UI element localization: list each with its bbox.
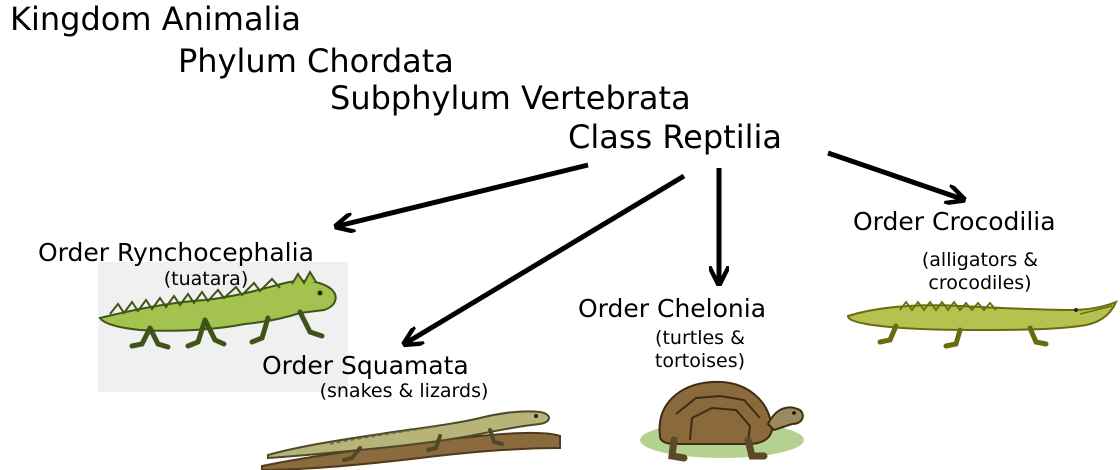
order-crocodilia-label: Order Crocodilia [853, 208, 1056, 236]
crocodilia-examples-line1: (alligators & [890, 249, 1070, 271]
crocodile-illustration [848, 302, 1116, 346]
class-label: Class Reptilia [568, 119, 782, 155]
monitor-lizard-illustration [262, 411, 560, 470]
subphylum-label: Subphylum Vertebrata [330, 80, 691, 116]
chelonia-examples-line1: (turtles & [630, 327, 770, 349]
tortoise-illustration [640, 382, 804, 458]
arrow-to-rynchocephalia [338, 165, 588, 226]
phylum-label: Phylum Chordata [178, 43, 454, 79]
squamata-examples: (snakes & lizards) [274, 380, 534, 402]
arrow-to-crocodilia [828, 153, 962, 199]
rynchocephalia-examples: (tuatara) [136, 268, 276, 290]
order-squamata-label: Order Squamata [262, 352, 469, 380]
chelonia-examples-line2: tortoises) [630, 350, 770, 372]
crocodilia-examples-line2: crocodiles) [890, 272, 1070, 294]
order-chelonia-label: Order Chelonia [578, 295, 766, 323]
order-rynchocephalia-label: Order Rynchocephalia [38, 239, 314, 267]
kingdom-label: Kingdom Animalia [10, 1, 301, 37]
